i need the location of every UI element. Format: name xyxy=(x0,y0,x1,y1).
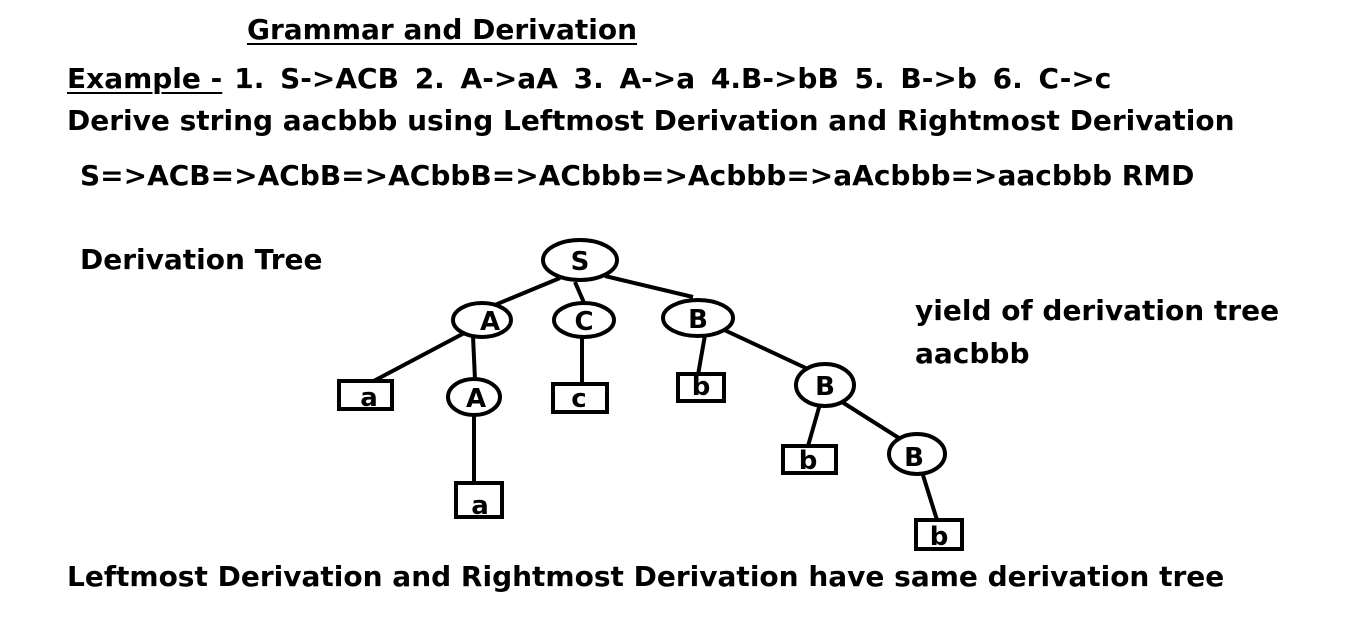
edge-s-b xyxy=(604,274,694,299)
page-title: Grammar and Derivation xyxy=(247,13,638,46)
tree-leaf-b2: b xyxy=(781,444,838,476)
tree-node-b2: B xyxy=(794,362,856,408)
leaf-label-b1: b xyxy=(692,372,711,402)
rightmost-derivation: S=>ACB=>ACbB=>ACbbB=>ACbbb=>Acbbb=>aAcbb… xyxy=(80,159,1195,192)
leaf-label-b3: b xyxy=(930,522,949,552)
tree-leaf-b3: b xyxy=(914,518,964,552)
node-label-c: C xyxy=(574,307,593,337)
example-label: Example - xyxy=(67,62,223,95)
tree-node-a2: A xyxy=(446,377,502,417)
leaf-label-b2: b xyxy=(799,446,818,476)
node-label-b: B xyxy=(688,305,708,335)
tree-edges xyxy=(367,274,939,521)
leaf-label-a1: a xyxy=(360,383,378,413)
leaf-label-a2: a xyxy=(471,491,489,521)
production-rules: 1. S->ACB 2. A->aA 3. A->a 4.B->bB 5. B-… xyxy=(234,62,1112,95)
edge-b-b xyxy=(719,326,811,372)
tree-node-b: B xyxy=(661,298,735,338)
node-label-b3: B xyxy=(904,443,924,473)
conclusion-statement: Leftmost Derivation and Rightmost Deriva… xyxy=(67,560,1225,593)
node-label-a2: A xyxy=(466,384,486,414)
node-label-a: A xyxy=(480,307,500,337)
edge-a-a xyxy=(471,335,477,381)
edge-b3-leaf-b xyxy=(920,471,939,521)
task-statement: Derive string aacbbb using Leftmost Deri… xyxy=(67,104,1235,137)
grammar-rules-row: Example - 1. S->ACB 2. A->aA 3. A->a 4.B-… xyxy=(67,65,1111,93)
tree-node-c: C xyxy=(552,301,616,339)
edge-b2-b3 xyxy=(840,400,904,442)
edge-a-leaf-a xyxy=(367,328,471,386)
tree-node-b3: B xyxy=(887,432,947,476)
leaf-label-c: c xyxy=(571,384,586,414)
tree-node-s: S xyxy=(541,238,619,282)
yield-value: aacbbb xyxy=(915,337,1030,370)
tree-node-a: A xyxy=(451,301,513,339)
tree-leaf-b1: b xyxy=(676,372,726,403)
edge-b-leaf-b xyxy=(696,334,707,376)
yield-label: yield of derivation tree xyxy=(915,294,1280,327)
tree-leaf-a2: a xyxy=(454,481,504,521)
node-label-s: S xyxy=(571,247,590,277)
derivation-tree-heading: Derivation Tree xyxy=(80,243,323,276)
tree-leaf-a1: a xyxy=(337,379,394,413)
node-label-b2: B xyxy=(815,372,835,402)
tree-leaf-c: c xyxy=(551,382,609,414)
edge-b2-leaf-b xyxy=(806,403,822,447)
